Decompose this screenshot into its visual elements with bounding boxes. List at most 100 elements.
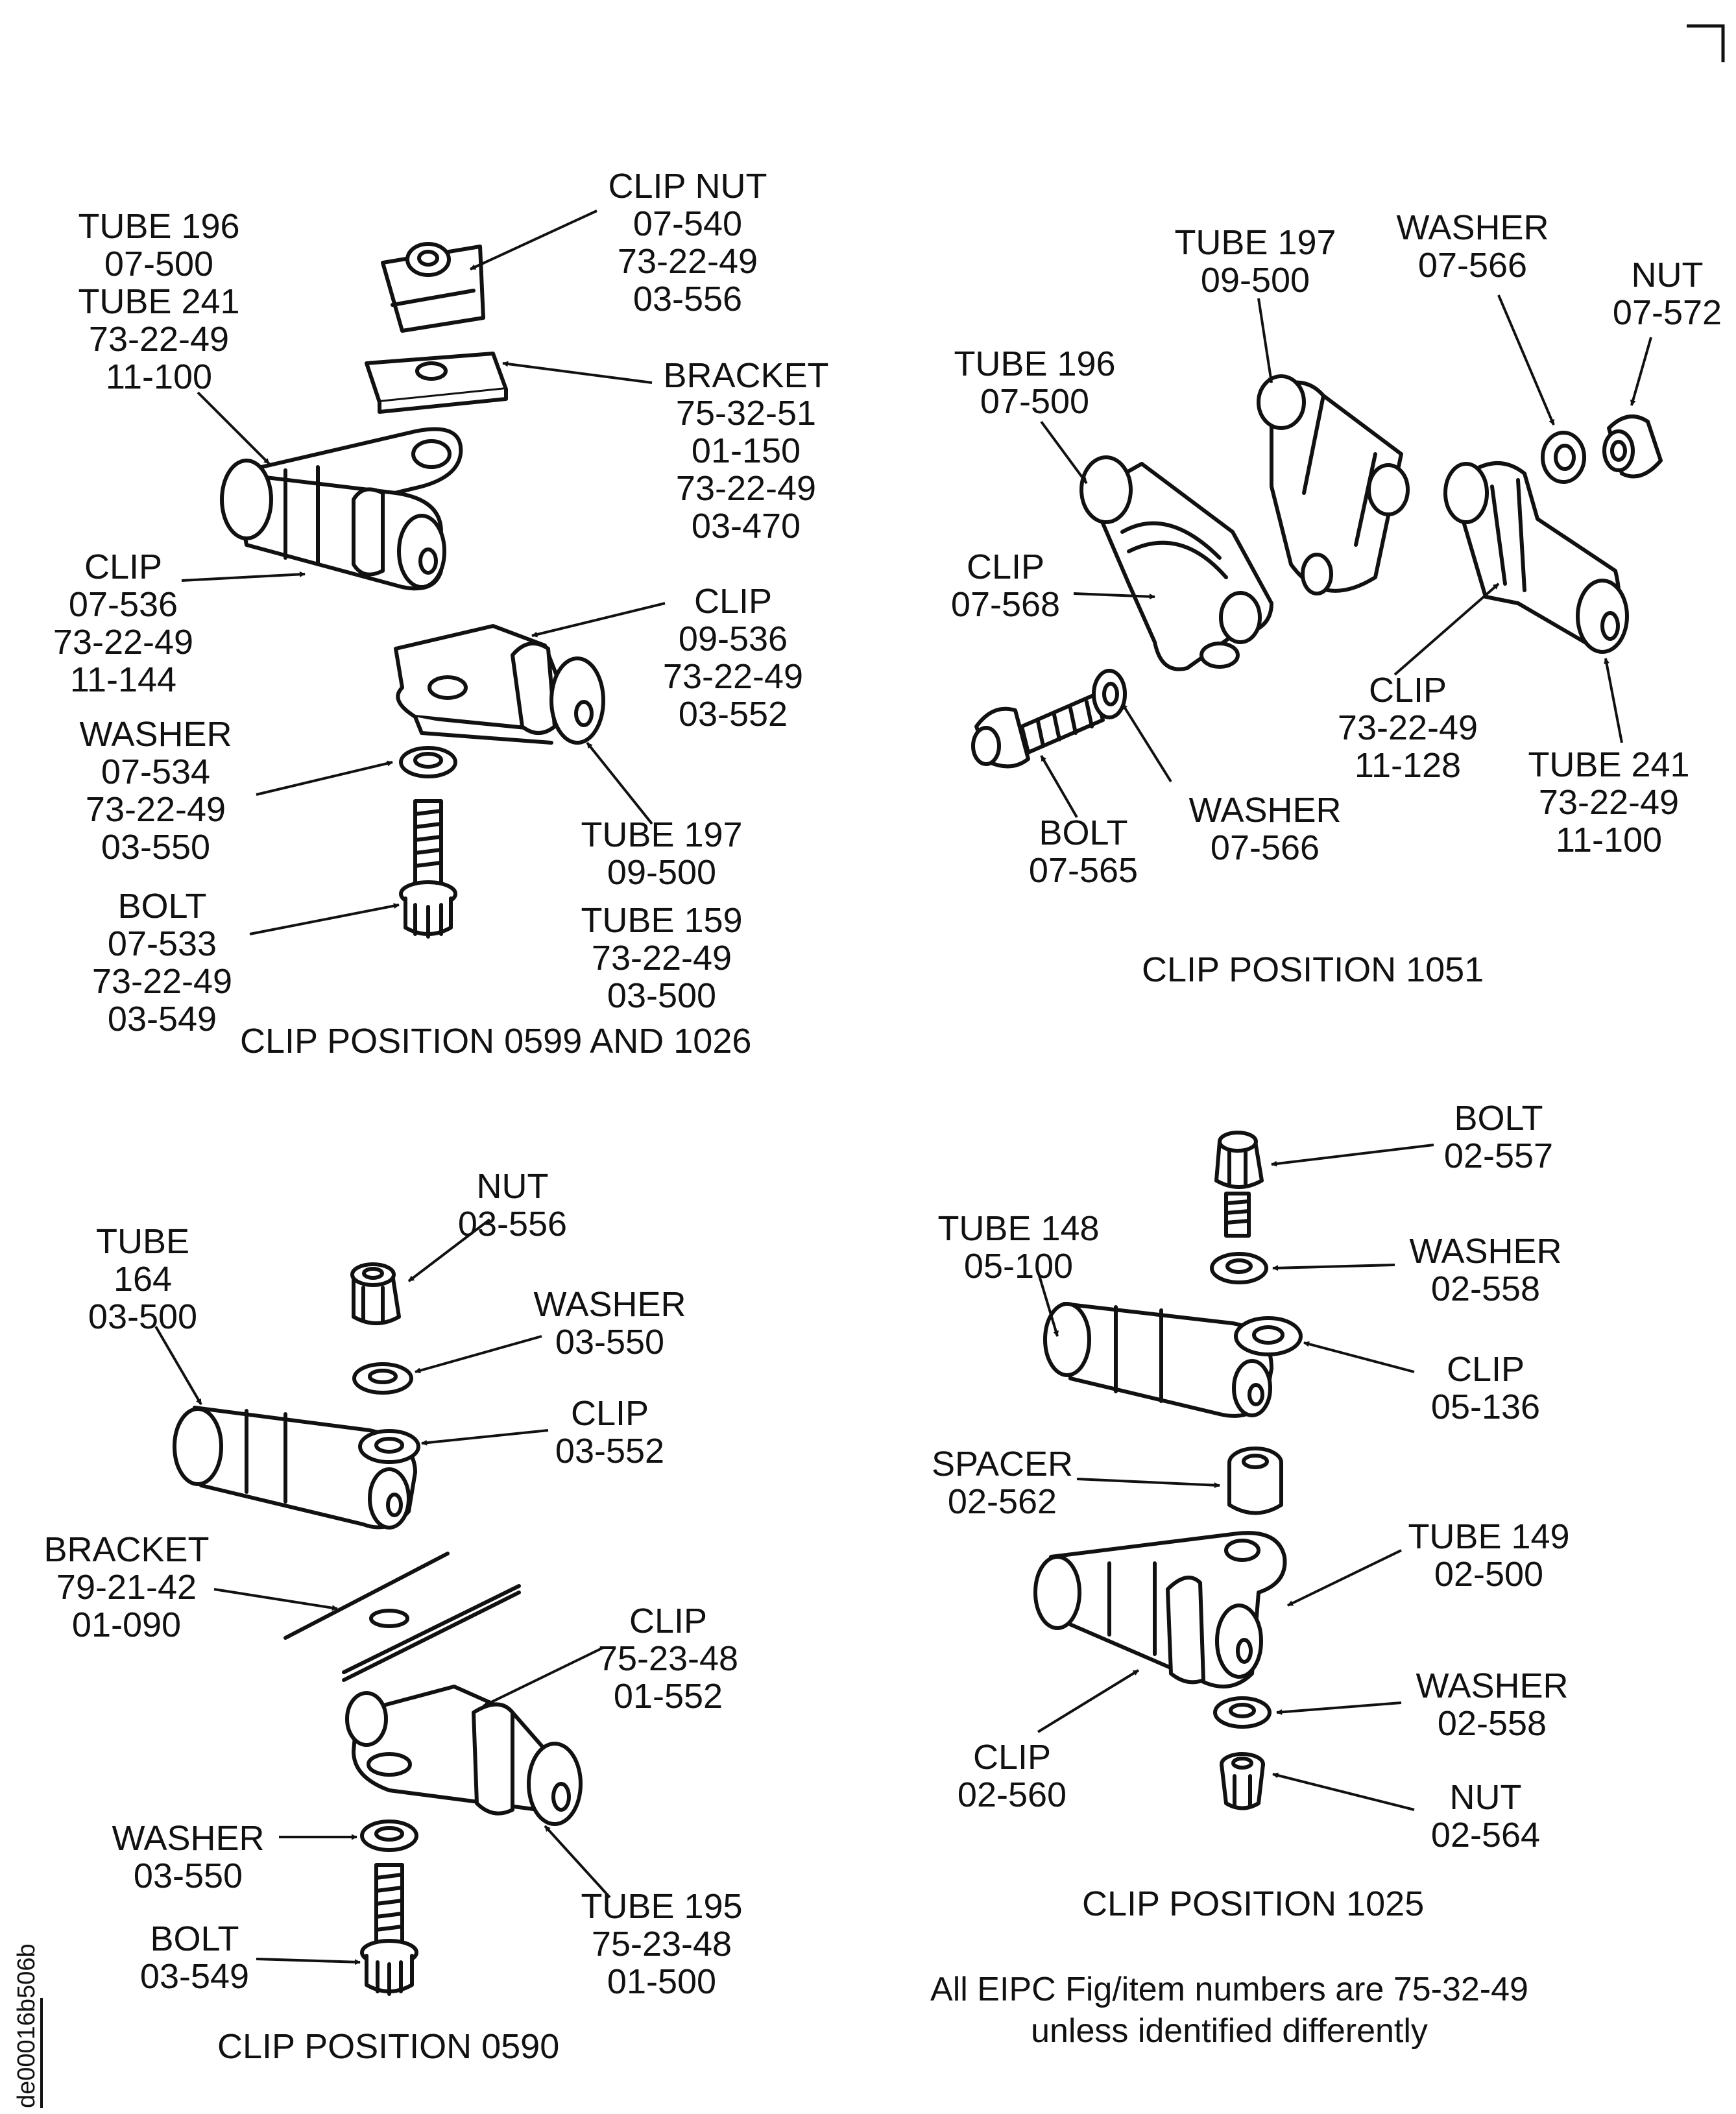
label-line: 02-558: [1430, 1269, 1541, 1308]
label-line: TUBE 196: [78, 207, 240, 246]
leader: [1393, 583, 1500, 676]
panel4-spacer: [1227, 1447, 1283, 1515]
label-line: TUBE 159: [581, 901, 743, 940]
panel1-clip-nut: [381, 242, 485, 333]
leader: [1604, 658, 1623, 743]
label-line: 73-22-49: [88, 320, 230, 359]
label-p2-washer-top: WASHER 07-566: [1388, 209, 1557, 284]
label-p2-tube-196: TUBE 196 07-500: [947, 345, 1122, 420]
label-line: 07-533: [107, 924, 217, 963]
label-p3-washer-top: WASHER 03-550: [525, 1286, 694, 1361]
leader: [256, 760, 393, 796]
label-p2-clip-left: CLIP 07-568: [941, 548, 1070, 623]
label-line: WASHER: [112, 1819, 265, 1858]
label-p4-nut: NUT 02-564: [1414, 1779, 1557, 1854]
panel1-clip-lower: [394, 624, 605, 745]
leader: [531, 602, 666, 638]
label-line: 07-500: [104, 245, 214, 283]
label-line: 01-500: [607, 1962, 717, 2001]
label-line: 02-562: [947, 1482, 1057, 1521]
label-line: CLIP: [1446, 1350, 1525, 1389]
label-line: 03-470: [691, 507, 801, 546]
crop-mark: [1687, 24, 1725, 62]
leader: [181, 571, 306, 582]
leader: [415, 1335, 542, 1374]
doc-id-bracket: [40, 1998, 43, 2108]
label-p4-tube-148: TUBE 148 05-100: [928, 1210, 1109, 1285]
label-p2-tube-197: TUBE 197 09-500: [1164, 224, 1346, 299]
leader: [483, 1646, 604, 1707]
label-line: 07-566: [1417, 246, 1528, 285]
label-line: 73-22-49: [91, 962, 233, 1001]
label-line: TUBE 149: [1408, 1517, 1570, 1556]
panel4-washer-top: [1210, 1252, 1268, 1284]
label-line: 11-128: [1354, 746, 1462, 785]
label-line: 03-550: [133, 1856, 243, 1895]
label-line: 75-32-51: [675, 394, 817, 433]
label-line: 75-23-48: [591, 1925, 732, 1964]
label-p2-bolt: BOLT 07-565: [1019, 814, 1148, 889]
panel4-clip-upper: [1043, 1302, 1303, 1418]
label-line: 73-22-49: [1538, 783, 1680, 822]
leader: [407, 1218, 491, 1282]
label-p4-washer-bottom: WASHER 02-558: [1408, 1667, 1576, 1742]
caption-p3: CLIP POSITION 0590: [217, 2027, 560, 2066]
label-line: BOLT: [150, 1919, 239, 1958]
label-line: SPACER: [931, 1445, 1074, 1483]
leader: [1037, 1271, 1059, 1337]
leader: [1497, 294, 1555, 426]
label-p4-bolt: BOLT 02-557: [1427, 1099, 1570, 1175]
label-line: 73-22-49: [675, 469, 817, 508]
label-p2-washer-bottom: WASHER 07-566: [1181, 791, 1349, 867]
label-line: 05-136: [1430, 1387, 1541, 1426]
label-p2-clip-right: CLIP 73-22-49 11-128: [1323, 671, 1492, 784]
label-line: CLIP: [84, 547, 163, 586]
label-line: 07-500: [980, 382, 1090, 421]
label-p4-tube-149: TUBE 149 02-500: [1398, 1518, 1580, 1593]
panel2-nut: [1602, 414, 1663, 479]
label-line: 11-100: [105, 357, 213, 396]
label-p1-washer: WASHER 07-534 73-22-49 03-550: [71, 715, 240, 866]
leader: [1040, 420, 1088, 485]
panel3-washer-top: [352, 1362, 413, 1395]
label-line: 09-536: [678, 619, 788, 658]
label-line: 03-500: [607, 976, 717, 1015]
label-line: 07-536: [68, 585, 178, 624]
label-line: 05-100: [963, 1247, 1074, 1286]
leader: [470, 210, 597, 270]
leader: [1276, 1701, 1402, 1715]
panel1-washer: [399, 746, 457, 778]
label-p1-clip-lower: CLIP 09-536 73-22-49 03-552: [649, 583, 817, 733]
label-line: 07-540: [633, 204, 743, 243]
panel4-bolt: [1214, 1131, 1264, 1238]
leader: [1272, 1772, 1415, 1811]
label-line: WASHER: [1409, 1232, 1562, 1271]
label-p4-clip-lower: CLIP 02-560: [947, 1738, 1077, 1814]
label-line: CLIP: [629, 1602, 708, 1640]
document-id: de00016b506b: [13, 1943, 40, 2108]
leader: [1271, 1144, 1434, 1167]
label-line: 09-500: [607, 853, 717, 892]
label-line: BRACKET: [663, 356, 829, 395]
label-line: 07-572: [1612, 293, 1722, 332]
panel1-clip-upper: [220, 427, 463, 591]
label-line: 73-22-49: [617, 242, 758, 281]
label-line: CLIP: [972, 1738, 1052, 1777]
label-line: 164: [113, 1260, 173, 1299]
panel2-washer-top: [1541, 431, 1586, 484]
leader: [544, 1825, 611, 1899]
label-p3-clip-upper: CLIP 03-552: [545, 1395, 675, 1470]
label-line: 02-500: [1434, 1555, 1544, 1594]
label-p4-clip-upper: CLIP 05-136: [1414, 1351, 1557, 1426]
label-line: NUT: [1449, 1778, 1522, 1817]
label-line: 03-556: [457, 1205, 568, 1243]
label-line: NUT: [476, 1167, 549, 1206]
label-line: 73-22-49: [53, 623, 194, 662]
panel2-washer-bottom: [1092, 669, 1127, 719]
label-line: 02-558: [1437, 1704, 1547, 1743]
label-line: 03-550: [555, 1323, 665, 1362]
leader: [1287, 1549, 1402, 1607]
label-line: 07-568: [950, 585, 1061, 624]
panel1-bracket: [365, 352, 508, 414]
